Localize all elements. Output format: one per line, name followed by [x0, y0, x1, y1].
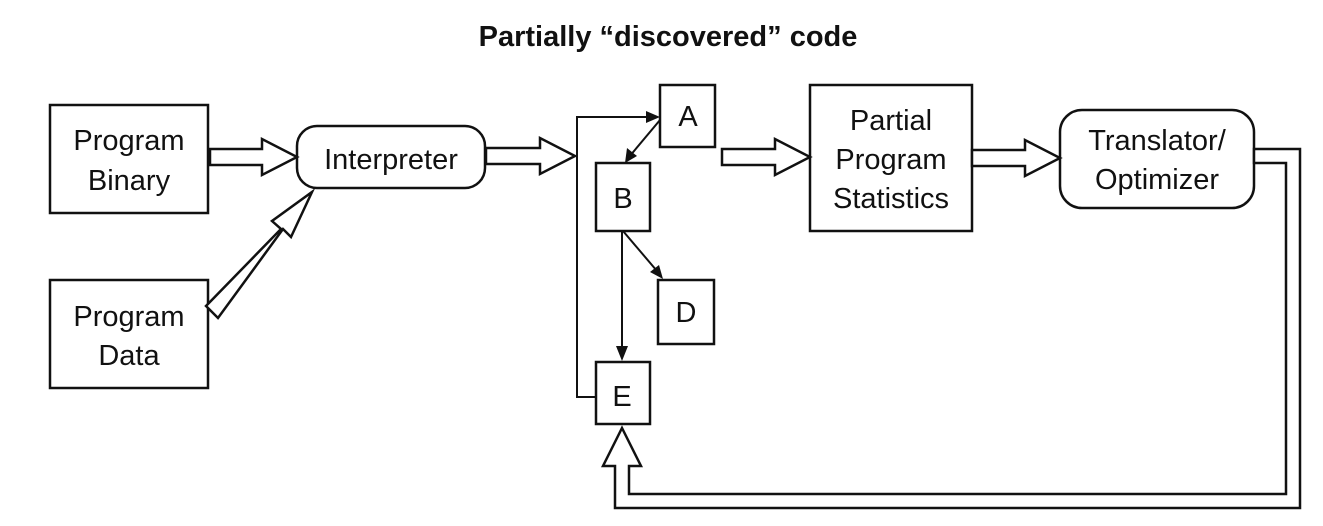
edge-e-to-a [576, 116, 652, 398]
program-data-label-line-2: Data [98, 340, 160, 372]
translator-optimizer-node: Translator/ Optimizer [1058, 108, 1256, 210]
interpreter-node: Interpreter [295, 124, 487, 190]
block-b-label: B [613, 183, 632, 215]
arrow-statistics-to-translator [970, 137, 1063, 179]
block-d-node: D [656, 278, 716, 346]
diagram-title: Partially “discovered” code [479, 21, 858, 53]
program-data-label-line-1: Program [73, 301, 184, 333]
partial-program-statistics-label-line-3: Statistics [833, 183, 949, 215]
arrow-interpreter-to-code [484, 135, 578, 177]
arrowhead-b-to-d [650, 265, 663, 279]
block-e-label: E [612, 381, 631, 413]
arrowhead-a-to-b [625, 148, 637, 163]
program-binary-label-line-2: Binary [88, 165, 171, 197]
arrow-binary-to-interpreter [208, 136, 300, 178]
edge-b-to-d [622, 230, 658, 272]
block-d-label: D [676, 297, 697, 329]
translator-optimizer-label-line-1: Translator/ [1088, 125, 1226, 157]
arrowhead-b-to-e [616, 346, 628, 361]
program-binary-label-line-1: Program [73, 125, 184, 157]
block-e-node: E [594, 360, 652, 426]
arrow-translator-feedback-to-e [600, 147, 1302, 510]
arrowhead-e-to-a [646, 111, 660, 123]
partial-program-statistics-node: Partial Program Statistics [808, 83, 974, 233]
arrow-code-to-statistics [720, 136, 813, 178]
interpreter-label: Interpreter [324, 144, 458, 176]
partial-program-statistics-label-line-2: Program [835, 144, 946, 176]
program-binary-node: Program Binary [48, 103, 210, 215]
arrow-data-to-interpreter [204, 188, 316, 320]
edge-a-to-b [628, 119, 661, 158]
program-data-node: Program Data [48, 278, 210, 390]
partial-program-statistics-label-line-1: Partial [850, 105, 932, 137]
block-b-node: B [594, 161, 652, 233]
translator-optimizer-label-line-2: Optimizer [1095, 164, 1219, 196]
block-a-label: A [678, 101, 698, 133]
block-a-node: A [658, 83, 717, 149]
